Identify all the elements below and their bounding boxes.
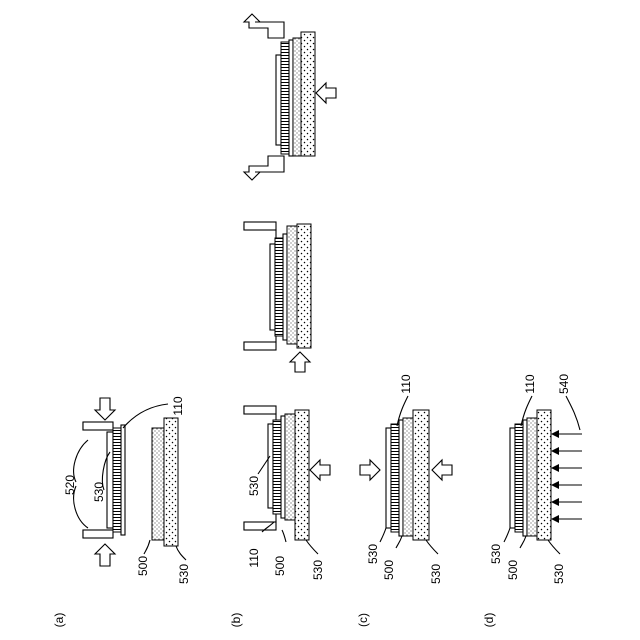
ref-500-c: 500 [382, 560, 396, 580]
stage-bonding [244, 222, 311, 372]
push-arrow-stage3 [310, 460, 330, 480]
layer-110 [113, 428, 121, 532]
press-arrow-right-c [432, 460, 452, 480]
ref-530-bottom-b: 530 [311, 560, 325, 580]
substrate-530-d [537, 410, 551, 540]
push-arrow-stage1 [316, 83, 336, 103]
layer-110-d [515, 424, 523, 532]
press-arrow-left-c [360, 460, 380, 480]
ref-530-left-d: 530 [489, 544, 503, 564]
panel-label-b: (b) [229, 613, 243, 628]
ref-530-bottom: 530 [177, 564, 191, 584]
push-arrow-stage2 [290, 352, 310, 372]
ref-530-right-c: 530 [429, 564, 443, 584]
ref-530-top: 530 [92, 482, 106, 502]
ref-530-right-d: 530 [552, 564, 566, 584]
release-arrow-top [244, 14, 284, 38]
layer-110-top [281, 42, 289, 154]
holder-plate [83, 422, 113, 430]
press-arrow-bottom [95, 544, 115, 566]
panel-d: 110 540 530 500 530 (d) [482, 374, 582, 628]
layer-500-d [527, 418, 537, 536]
layer-110-c [391, 424, 399, 532]
panel-a: 520 530 110 500 530 (a) [52, 396, 191, 627]
layer-500 [152, 428, 164, 540]
ref-500: 500 [136, 556, 150, 576]
ref-110-c: 110 [399, 374, 413, 393]
press-arrow-top [95, 398, 115, 420]
panel-label-c: (c) [356, 613, 370, 627]
stage-release [244, 14, 336, 180]
ref-110: 110 [171, 396, 185, 415]
ref-530-top-b: 530 [247, 476, 261, 496]
panel-label-d: (d) [482, 613, 496, 628]
ref-110-d: 110 [523, 374, 537, 393]
substrate-530-c [413, 410, 429, 540]
layer-500-c [403, 418, 413, 536]
ref-500-b: 500 [273, 556, 287, 576]
panel-c: 110 530 500 530 (c) [356, 374, 452, 627]
release-arrow-bottom [244, 156, 284, 180]
substrate-530 [164, 418, 178, 546]
ref-110-b: 110 [247, 548, 261, 567]
ref-540: 540 [557, 374, 571, 394]
irradiation-540 [552, 434, 582, 519]
ref-520: 520 [63, 475, 77, 495]
panel-b: 530 110 500 530 (b) [229, 14, 336, 627]
ref-530-left-c: 530 [366, 544, 380, 564]
ref-500-d: 500 [506, 560, 520, 580]
stage-contact: 530 110 500 530 [244, 406, 330, 580]
substrate-top [301, 32, 315, 156]
thin-film-530 [107, 432, 113, 528]
panel-label-a: (a) [52, 613, 66, 628]
